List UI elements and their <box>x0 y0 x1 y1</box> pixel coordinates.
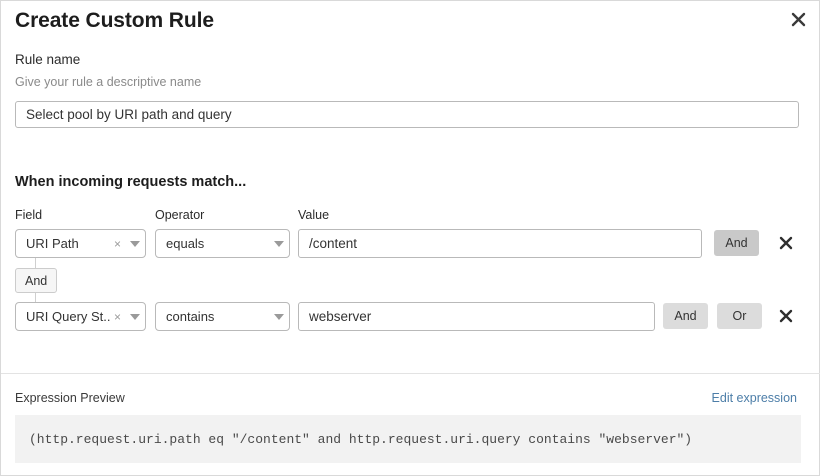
rule-name-help-text: Give your rule a descriptive name <box>15 75 202 89</box>
or-button-row-2[interactable]: Or <box>717 303 762 329</box>
condition-row: URI Query St... × contains And Or <box>1 302 820 332</box>
field-select-1-value: URI Path <box>26 236 79 251</box>
connector-and-chip[interactable]: And <box>15 268 58 293</box>
column-header-field: Field <box>15 208 43 222</box>
chevron-down-icon[interactable] <box>125 240 145 247</box>
section-divider <box>1 373 820 374</box>
and-button-row-2[interactable]: And <box>663 303 708 329</box>
condition-row: URI Path × equals And <box>1 229 820 259</box>
value-input-1[interactable] <box>298 229 702 258</box>
clear-icon[interactable]: × <box>113 236 121 251</box>
field-select-2[interactable]: URI Query St... × <box>15 302 146 331</box>
operator-select-1-value: equals <box>166 236 205 251</box>
chevron-down-icon[interactable] <box>269 240 289 247</box>
expression-preview-box: (http.request.uri.path eq "/content" and… <box>15 415 801 463</box>
delete-condition-button-row-1[interactable] <box>773 229 799 257</box>
page-title: Create Custom Rule <box>15 9 214 32</box>
conditions-heading: When incoming requests match... <box>15 174 247 190</box>
expression-preview-text: (http.request.uri.path eq "/content" and… <box>29 431 693 447</box>
field-select-1[interactable]: URI Path × <box>15 229 146 258</box>
field-select-2-value: URI Query St... <box>26 309 110 324</box>
edit-expression-link[interactable]: Edit expression <box>711 391 797 405</box>
column-header-operator: Operator <box>155 208 205 222</box>
chevron-down-icon[interactable] <box>125 313 145 320</box>
clear-icon[interactable]: × <box>113 309 121 324</box>
operator-select-1[interactable]: equals <box>155 229 290 258</box>
and-button-row-1[interactable]: And <box>714 230 759 256</box>
operator-select-2[interactable]: contains <box>155 302 290 331</box>
rule-name-input[interactable] <box>15 101 799 128</box>
expression-preview-label: Expression Preview <box>15 391 125 405</box>
operator-select-2-value: contains <box>166 309 215 324</box>
rule-name-label: Rule name <box>15 52 81 67</box>
delete-condition-button-row-2[interactable] <box>773 302 799 330</box>
column-header-value: Value <box>298 208 330 222</box>
value-input-2[interactable] <box>298 302 655 331</box>
close-icon[interactable] <box>786 7 810 31</box>
chevron-down-icon[interactable] <box>269 313 289 320</box>
